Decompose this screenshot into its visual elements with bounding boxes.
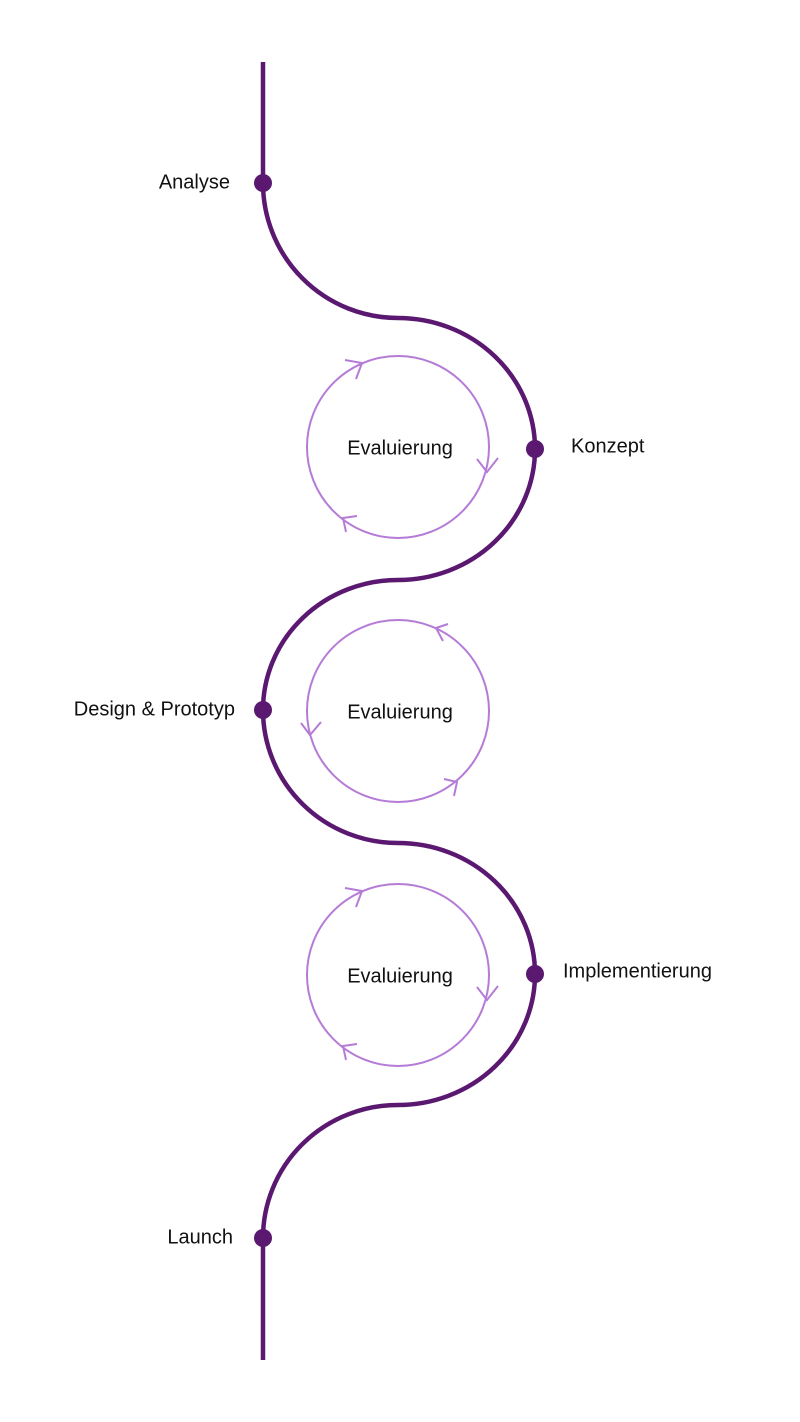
stage-node-analyse <box>254 174 272 192</box>
cycle-ring <box>306 883 490 1067</box>
stage-label-launch: Launch <box>167 1226 233 1248</box>
cycle-label: Evaluierung <box>347 701 453 723</box>
stage-label-implementierung: Implementierung <box>563 960 712 982</box>
stage-label-konzept: Konzept <box>571 435 645 457</box>
stage-label-design: Design & Prototyp <box>74 698 235 720</box>
cycle-ring <box>306 355 490 539</box>
evaluation-cycle-2: Evaluierung <box>300 619 490 803</box>
cycle-arrow-icon <box>476 985 499 1002</box>
cycle-arrow-icon <box>341 1043 358 1061</box>
cycle-arrow-icon <box>341 515 358 533</box>
evaluation-cycle-1: Evaluierung <box>306 355 499 539</box>
cycle-arrow-icon <box>344 887 364 908</box>
evaluation-cycle-3: Evaluierung <box>306 883 499 1067</box>
cycle-arrow-icon <box>344 359 364 380</box>
cycle-arrow-icon <box>476 457 499 474</box>
cycle-label: Evaluierung <box>347 965 453 987</box>
stage-node-launch <box>254 1229 272 1247</box>
cycle-ring <box>306 619 490 803</box>
cycle-arrow-icon <box>443 778 459 797</box>
stage-node-implementierung <box>526 965 544 983</box>
stage-label-analyse: Analyse <box>159 171 230 193</box>
stage-node-konzept <box>526 440 544 458</box>
cycle-label: Evaluierung <box>347 437 453 459</box>
cycle-arrow-icon <box>434 623 449 642</box>
cycle-arrow-icon <box>300 721 322 737</box>
stage-node-design <box>254 701 272 719</box>
